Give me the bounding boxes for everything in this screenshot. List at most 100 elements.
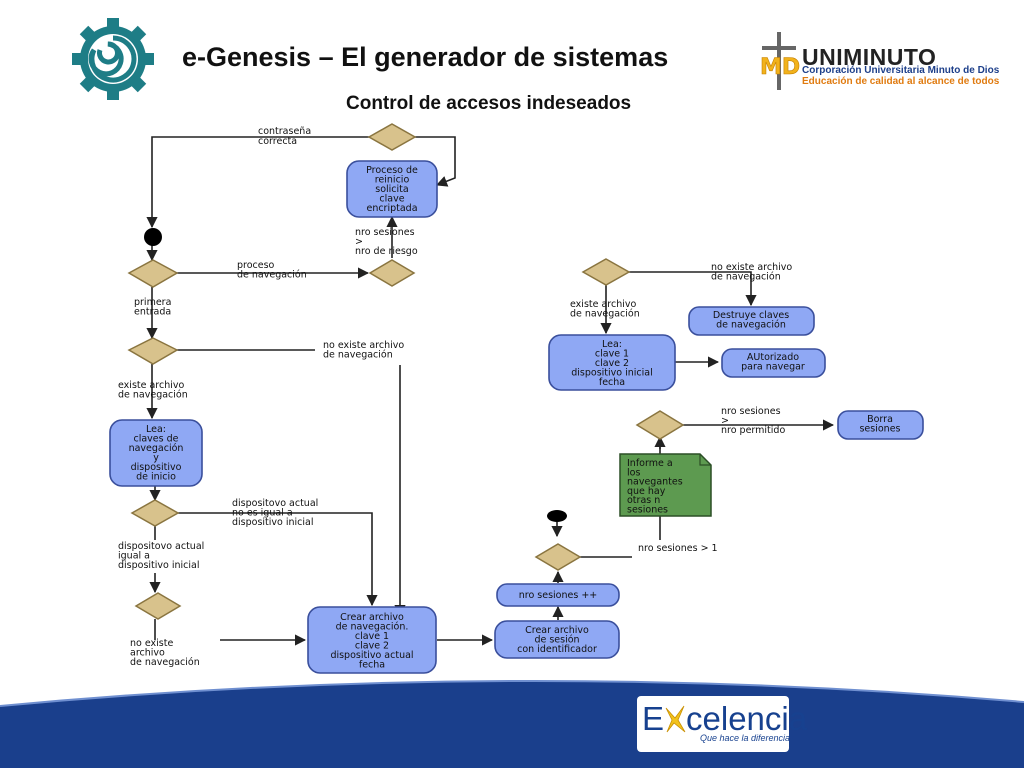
- start-node-2: [547, 510, 567, 522]
- action-read-keys-label-line: clave 1: [595, 349, 629, 360]
- footer-band: [0, 679, 1024, 768]
- decision-nav-file-2: [581, 258, 631, 286]
- label-no-nav-file-3-line: archivo: [130, 648, 165, 659]
- action-delete-sessions-label-line: Borra: [867, 414, 893, 425]
- action-create-session-file-label-line: Crear archivo: [525, 625, 589, 636]
- note-inform-users-label-line: Informe a: [627, 458, 673, 469]
- page-subtitle: Control de accesos indeseados: [346, 93, 632, 114]
- action-sessions-increment-label-line: nro sesiones ++: [519, 590, 598, 601]
- label-allowed-sessions: nro sesiones>nro permitido: [721, 406, 785, 436]
- label-sessions-gt-1-line: nro sesiones > 1: [638, 543, 718, 554]
- action-read-keys: [548, 334, 676, 391]
- action-destroy-keys-label-line: Destruye claves: [713, 310, 789, 321]
- label-no-nav-file-1-line: no existe archivo: [323, 340, 404, 351]
- label-risk-line: nro de riesgo: [355, 246, 418, 257]
- action-read-keys-label-line: Lea:: [602, 339, 622, 350]
- label-password-correct-line: correcta: [258, 136, 297, 147]
- label-device-not-equal-line: dispositovo actual: [232, 498, 318, 509]
- action-delete-sessions-label-line: sesiones: [859, 424, 900, 435]
- action-read-keys-label-line: clave 2: [595, 358, 629, 369]
- label-first-entry-line: primera: [134, 297, 171, 308]
- action-read-keys-device: [109, 419, 203, 487]
- decision-nav-file-1: [127, 337, 179, 365]
- action-read-keys-device-label-line: Lea:: [146, 424, 166, 435]
- label-device-equal-line: dispositovo actual: [118, 541, 204, 552]
- note-inform-users-label-line: los: [627, 467, 640, 478]
- excelencia-rest: celencia: [686, 700, 808, 737]
- egenesis-gear-logo: [72, 18, 154, 100]
- svg-text:MD: MD: [760, 55, 800, 80]
- excelencia-logo: [637, 696, 789, 752]
- action-create-nav-file: [307, 606, 437, 674]
- label-password-correct-line: contraseña: [258, 126, 311, 137]
- note-inform-users-label-line: que hay: [627, 486, 666, 497]
- action-sessions-increment: [496, 583, 620, 607]
- excelencia-tagline: Que hace la diferencia: [700, 733, 791, 743]
- note-inform-users-label-line: otras n: [627, 495, 660, 506]
- action-create-nav-file-label-line: de navegación.: [336, 622, 409, 633]
- action-destroy-keys: [688, 306, 815, 336]
- action-create-nav-file-label-line: dispositivo actual: [330, 650, 413, 661]
- start-node-1: [144, 228, 162, 246]
- label-device-not-equal-line: no es igual a: [232, 508, 293, 519]
- decision-password: [367, 123, 417, 151]
- action-read-keys-device-label-line: navegación: [129, 443, 184, 454]
- action-read-keys-device-label-line: dispositivo: [131, 462, 182, 473]
- decision-device: [130, 499, 180, 527]
- action-sessions-increment-label: nro sesiones ++: [519, 590, 598, 601]
- action-delete-sessions: [837, 410, 924, 440]
- label-nav-file-exists-1-line: existe archivo: [118, 380, 185, 391]
- action-authorized: [721, 348, 826, 378]
- label-risk-line: >: [355, 237, 363, 248]
- action-reset-process-label-line: encriptada: [366, 203, 417, 214]
- label-navigation-process-line: proceso: [237, 260, 275, 271]
- action-read-keys-label-line: dispositivo inicial: [571, 368, 653, 379]
- label-risk: nro sesiones>nro de riesgo: [355, 227, 418, 257]
- decision-allowed: [635, 410, 685, 440]
- action-destroy-keys-label-line: de navegación: [716, 320, 786, 331]
- action-authorized-label-line: AUtorizado: [747, 352, 799, 363]
- action-create-nav-file-label-line: fecha: [359, 660, 385, 671]
- label-first-entry-line: entrada: [134, 307, 171, 318]
- label-risk-line: nro sesiones: [355, 227, 415, 238]
- label-no-nav-file-3-line: no existe: [130, 638, 173, 649]
- label-nav-file-exists-2-line: existe archivo: [570, 299, 637, 310]
- decision-risk: [368, 259, 416, 287]
- label-navigation-process-line: de navegación: [237, 270, 307, 281]
- label-nav-file-exists-2-line: de navegación: [570, 309, 640, 320]
- action-read-keys-device-label-line: de inicio: [136, 472, 176, 483]
- action-create-nav-file-label-line: Crear archivo: [340, 612, 404, 623]
- action-reset-process-label-line: solicita: [375, 184, 408, 195]
- label-sessions-gt-1: nro sesiones > 1: [638, 543, 718, 554]
- label-no-nav-file-2-line: no existe archivo: [711, 262, 792, 273]
- uniminuto-slogan: Educación de calidad al alcance de todos: [802, 76, 1000, 87]
- action-create-nav-file-label-line: clave 2: [355, 641, 389, 652]
- action-reset-process: [346, 160, 438, 218]
- note-inform-users: [619, 453, 712, 517]
- decision-first-entry: [127, 259, 179, 288]
- label-allowed-sessions-line: >: [721, 416, 729, 427]
- action-create-session-file-label-line: con identificador: [517, 644, 597, 655]
- action-create-nav-file-label-line: clave 1: [355, 631, 389, 642]
- label-allowed-sessions-line: nro permitido: [721, 425, 785, 436]
- label-no-nav-file-2-line: de navegación: [711, 272, 781, 283]
- label-device-equal-line: igual a: [118, 551, 150, 562]
- note-inform-users-label-line: navegantes: [627, 477, 683, 488]
- action-read-keys-device-label-line: claves de: [134, 434, 179, 445]
- action-reset-process-label-line: clave: [379, 194, 404, 205]
